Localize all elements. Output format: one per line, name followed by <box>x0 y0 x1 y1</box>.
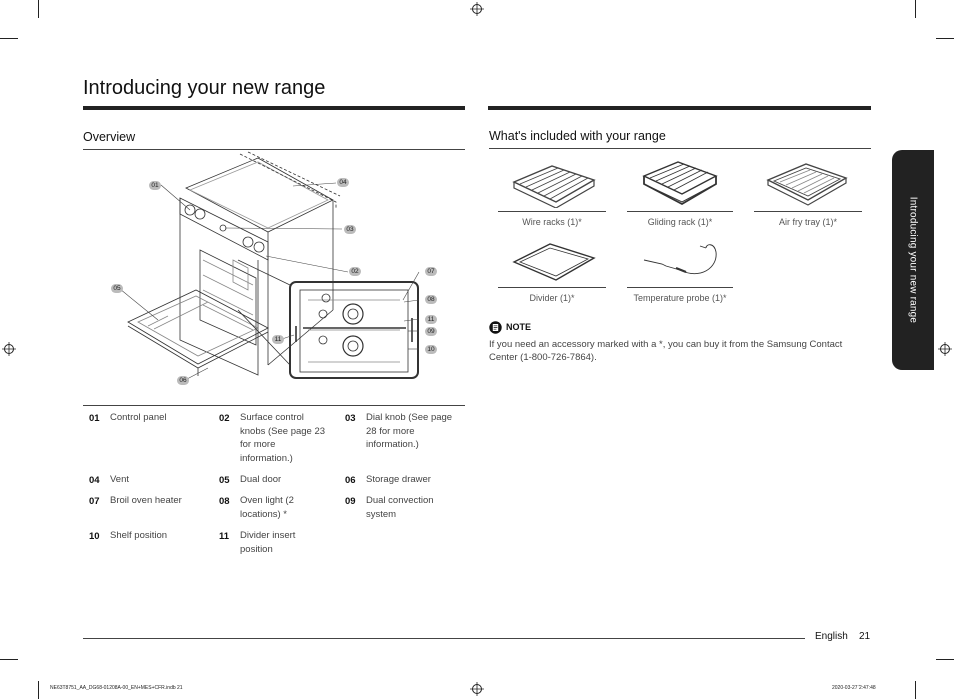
note-icon <box>489 321 502 334</box>
part-label: Divider insert position <box>240 530 296 555</box>
gliding-rack-icon <box>642 161 718 206</box>
part-label: Dial knob (See page 28 for more informat… <box>366 412 453 450</box>
part-num: 02 <box>219 413 230 424</box>
included-rule <box>489 148 871 149</box>
part-num: 01 <box>89 413 100 424</box>
callout-02: 02 <box>349 267 361 276</box>
temperature-probe-icon <box>643 244 717 275</box>
callout-08: 08 <box>425 295 437 304</box>
accessory-underline <box>627 287 733 288</box>
accessory-underline <box>498 287 606 288</box>
accessory-label-gliding-rack: Gliding rack (1)* <box>647 217 713 227</box>
divider-icon <box>512 243 596 281</box>
part-num: 07 <box>89 496 100 507</box>
callout-03: 03 <box>344 225 356 234</box>
accessory-label-air-fry-tray: Air fry tray (1)* <box>778 217 837 227</box>
registration-mark-icon <box>470 682 484 696</box>
print-file-info: NE63T8751_AA_DG68-01208A-00_EN+MES+CFR.i… <box>50 685 183 691</box>
part-label: Dual convection system <box>366 495 434 520</box>
part-num: 10 <box>89 531 100 542</box>
part-num: 09 <box>345 496 356 507</box>
part-num: 11 <box>219 531 230 542</box>
callout-06: 06 <box>177 376 189 385</box>
part-label: Shelf position <box>110 530 168 541</box>
registration-mark-icon <box>2 342 16 356</box>
note-label: NOTE <box>506 322 532 332</box>
part-label: Storage drawer <box>366 474 431 485</box>
registration-mark-icon <box>938 342 952 356</box>
overview-rule <box>83 149 465 150</box>
part-num: 06 <box>345 475 356 486</box>
note-text: If you need an accessory marked with a *… <box>489 339 843 363</box>
part-num: 08 <box>219 496 230 507</box>
callout-04: 04 <box>337 178 349 187</box>
part-label: Control panel <box>110 412 167 423</box>
accessory-label-wire-racks: Wire racks (1)* <box>522 217 582 227</box>
page-number: 21 <box>859 631 871 642</box>
title-rule-left <box>83 106 465 110</box>
title-rule-right <box>488 106 871 110</box>
accessory-underline <box>627 211 733 212</box>
part-num: 04 <box>89 475 100 486</box>
air-fry-tray-icon <box>766 163 848 206</box>
callout-11-left: 11 <box>272 335 284 344</box>
part-label: Dual door <box>240 474 282 485</box>
part-label: Broil oven heater <box>110 495 182 506</box>
accessory-label-divider: Divider (1)* <box>529 293 575 303</box>
overview-heading: Overview <box>83 130 136 144</box>
accessory-label-temperature-probe: Temperature probe (1)* <box>633 293 727 303</box>
range-diagram <box>119 151 420 380</box>
registration-mark-icon <box>470 2 484 16</box>
wire-rack-icon <box>512 165 596 208</box>
part-label: Vent <box>110 474 130 485</box>
included-heading: What's included with your range <box>489 129 666 143</box>
section-side-tab: Introducing your new range <box>892 150 934 370</box>
footer-language: English <box>815 631 848 642</box>
callout-01: 01 <box>149 181 161 190</box>
part-label: Oven light (2 locations) * <box>240 495 294 520</box>
parts-table-rule <box>83 405 465 406</box>
callout-07: 07 <box>425 267 437 276</box>
callout-05: 05 <box>111 284 123 293</box>
accessory-underline <box>498 211 606 212</box>
print-date-info: 2020-03-27 ̒2:47:48 <box>832 685 876 691</box>
part-num: 03 <box>345 413 356 424</box>
callout-10: 10 <box>425 345 437 354</box>
part-label: Surface control knobs (See page 23 for m… <box>240 412 326 464</box>
callout-11-right: 11 <box>425 315 437 324</box>
part-num: 05 <box>219 475 230 486</box>
footer-rule <box>83 638 805 639</box>
accessory-underline <box>754 211 862 212</box>
callout-09: 09 <box>425 327 437 336</box>
page-title: Introducing your new range <box>83 77 326 99</box>
side-tab-label: Introducing your new range <box>907 196 919 324</box>
